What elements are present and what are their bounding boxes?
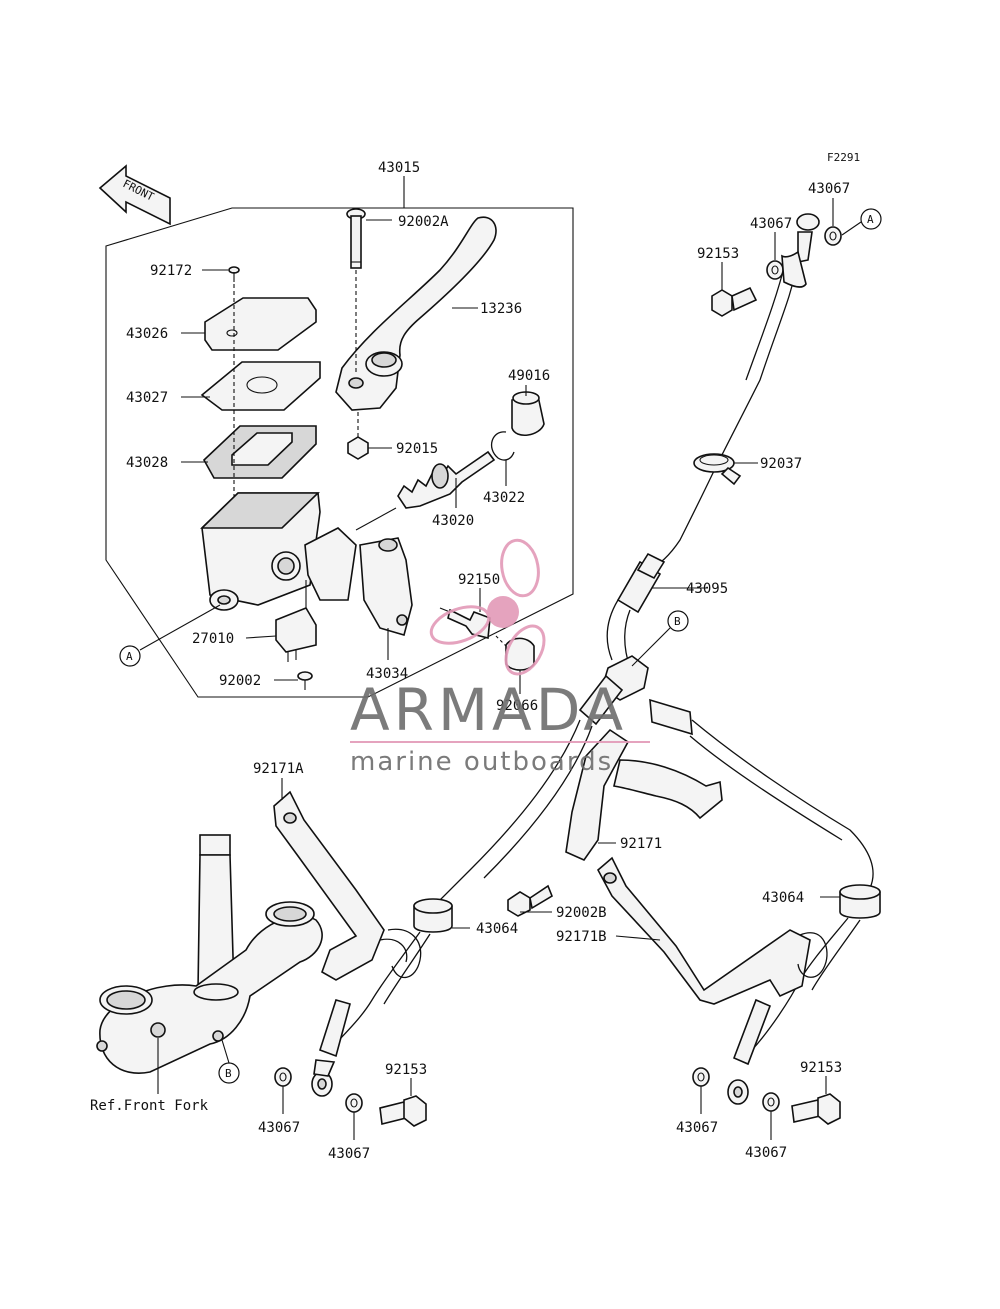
part-label-43067-bl2: 43067 (328, 1146, 370, 1162)
diaphragm-plate (200, 361, 321, 411)
callout-a-left: A (119, 604, 221, 667)
figure-code: F2291 (827, 151, 860, 164)
armada-watermark: ARMADA marine outboards (350, 538, 650, 777)
diaphragm (202, 425, 317, 479)
brake-switch (275, 580, 317, 662)
part-label-92002B: 92002B (556, 905, 607, 921)
part-label-43027: 43027 (126, 390, 168, 406)
part-label-92015: 92015 (396, 441, 438, 457)
part-label-43067-bl1: 43067 (258, 1120, 300, 1136)
part-label-92002A: 92002A (398, 214, 449, 230)
callout-a-right: A (860, 208, 882, 230)
banjo-fitting-top (796, 213, 820, 263)
ref-front-fork-label: Ref.Front Fork (90, 1098, 209, 1114)
circlip-43022 (490, 431, 515, 461)
bracket-92171A (273, 790, 422, 981)
piston-assembly (355, 450, 496, 531)
part-label-92153-bl: 92153 (385, 1062, 427, 1078)
banjo-bolt-br (791, 1093, 841, 1125)
screw-92172 (228, 266, 240, 282)
part-label-43022: 43022 (483, 490, 525, 506)
front-fork-yoke (96, 834, 323, 1074)
hose-bracket-92171 (565, 728, 723, 861)
reservoir-cap (204, 297, 317, 351)
part-label-43026: 43026 (126, 326, 168, 342)
hose-sleeve-top (781, 250, 807, 288)
watermark-brand: ARMADA (350, 676, 627, 744)
part-label-43067-br1: 43067 (676, 1120, 718, 1136)
part-label-43020: 43020 (432, 513, 474, 529)
callout-b-bottom: B (218, 1039, 240, 1084)
part-label-92153-top: 92153 (697, 246, 739, 262)
part-label-43064-right: 43064 (762, 890, 804, 906)
pivot-bolt-92002A (346, 208, 366, 372)
brake-lever (335, 216, 497, 411)
part-label-43067-top2: 43067 (750, 216, 792, 232)
part-label-92150: 92150 (458, 572, 500, 588)
boot-49016 (511, 391, 545, 436)
part-label-49016: 49016 (508, 368, 550, 384)
part-label-92153-br: 92153 (800, 1060, 842, 1076)
nut-92015 (347, 412, 369, 460)
svg-text:A: A (867, 213, 874, 226)
part-label-43064-left: 43064 (476, 921, 518, 937)
part-label-43067-br2: 43067 (745, 1145, 787, 1161)
grommet-43064-right (839, 884, 881, 919)
front-arrow-icon: FRONT (98, 164, 171, 226)
washer-bl-1 (274, 1067, 292, 1087)
part-label-92171: 92171 (620, 836, 662, 852)
watermark-tagline: marine outboards (350, 747, 613, 777)
part-label-92172: 92172 (150, 263, 192, 279)
bracket-92171B (596, 856, 828, 1005)
banjo-fitting-bl (311, 999, 351, 1097)
screw-92002 (297, 671, 313, 690)
part-label-43015: 43015 (378, 160, 420, 176)
part-label-13236: 13236 (480, 301, 522, 317)
bolt-92002B (507, 884, 553, 917)
washer-top-2 (766, 260, 784, 280)
part-label-27010: 27010 (192, 631, 234, 647)
svg-text:B: B (225, 1067, 232, 1080)
banjo-fitting-br (727, 998, 772, 1105)
banjo-bolt-top (711, 286, 758, 317)
brake-hose-right (691, 719, 874, 889)
part-label-43095: 43095 (686, 581, 728, 597)
svg-text:B: B (674, 615, 681, 628)
part-label-43067-top1: 43067 (808, 181, 850, 197)
grommet-43064-left (413, 898, 453, 933)
part-label-92066: 92066 (496, 698, 538, 714)
master-cylinder-body (200, 492, 357, 611)
handlebar-clamp (359, 537, 413, 636)
washer-br-1 (692, 1067, 710, 1087)
banjo-bolt-bl (379, 1095, 427, 1127)
bleeder-cap (495, 635, 535, 671)
part-label-92037: 92037 (760, 456, 802, 472)
brake-hose-left (431, 719, 581, 909)
part-label-92171A: 92171A (253, 761, 304, 777)
propeller-logo-icon (429, 538, 546, 676)
part-label-43034: 43034 (366, 666, 408, 682)
washer-br-2 (762, 1092, 780, 1112)
leader-lines (157, 198, 862, 1140)
hose-fitting-43095 (616, 552, 666, 614)
washer-top-1 (824, 226, 842, 246)
svg-text:A: A (126, 650, 133, 663)
part-label-92002: 92002 (219, 673, 261, 689)
hose-clamp-92037 (693, 453, 742, 486)
master-cylinder-assembly-outline (105, 207, 574, 698)
part-label-92171B: 92171B (556, 929, 607, 945)
part-label-43028: 43028 (126, 455, 168, 471)
washer-bl-2 (345, 1093, 363, 1113)
hose-joint (578, 655, 693, 736)
callout-b-top: B (631, 610, 689, 667)
